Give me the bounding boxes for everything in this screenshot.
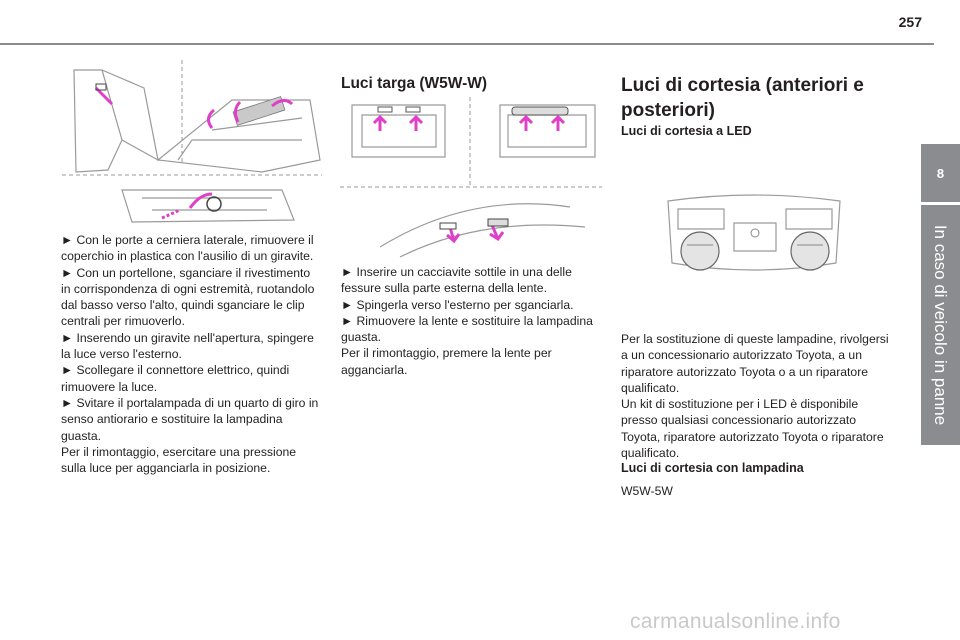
instruction-step: ► Inserendo un giravite nell'apertura, s… [61, 330, 314, 362]
instruction-step: ► Inserire un cacciavite sottile in una … [341, 265, 572, 296]
led-courtesy-lights-subheading: Luci di cortesia a LED [621, 124, 752, 138]
chapter-number-tab[interactable]: 8 [921, 144, 960, 202]
instruction-step: ► Con le porte a cerniera laterale, rimu… [61, 233, 314, 264]
bulb-type: W5W-5W [621, 484, 673, 498]
courtesy-lights-heading: Luci di cortesia (anteriori e posteriori… [621, 75, 864, 121]
chapter-tab [921, 205, 960, 445]
bulb-holder-icon [206, 196, 222, 212]
instruction-step: ► Spingerla verso l'esterno per sganciar… [341, 297, 574, 312]
rear-lamp-illustration [62, 60, 322, 223]
licence-plate-lights-heading: Luci targa (W5W-W) [341, 75, 488, 92]
info-paragraph: Per la sostituzione di queste lampadine,… [621, 332, 889, 395]
header-rule [0, 43, 934, 45]
instruction-step: ► Svitare il portalampada di un quarto d… [61, 395, 319, 443]
lens-left-icon [680, 231, 720, 271]
col1-instructions: ► Con le porte a cerniera laterale, rimu… [61, 232, 323, 476]
info-paragraph: Un kit di sostituzione per i LED è dispo… [621, 397, 884, 461]
col2-instructions: ► Inserire un cacciavite sottile in una … [341, 264, 603, 378]
instruction-step: ► Con un portellone, sganciare il rivest… [61, 265, 315, 329]
courtesy-light-illustration [667, 194, 841, 271]
chapter-title: In caso di veicolo in panne [931, 224, 951, 426]
chapter-title-wrap: In caso di veicolo in panne [921, 205, 960, 445]
licence-plate-lights-illustration [340, 97, 602, 258]
bulb-courtesy-lights-subheading: Luci di cortesia con lampadina [621, 461, 804, 475]
watermark: carmanualsonline.info [630, 610, 841, 633]
instruction-step: ► Rimuovere la lente e sostituire la lam… [341, 313, 593, 345]
lens-right-icon [790, 231, 830, 271]
instruction-note: Per il rimontaggio, esercitare una press… [61, 444, 297, 476]
instruction-step: ► Scollegare il connettore elettrico, qu… [61, 363, 290, 394]
instruction-note: Per il rimontaggio, premere la lente per… [341, 346, 552, 377]
col3-led-text: Per la sostituzione di queste lampadine,… [621, 331, 891, 461]
page-number: 257 [898, 14, 922, 30]
